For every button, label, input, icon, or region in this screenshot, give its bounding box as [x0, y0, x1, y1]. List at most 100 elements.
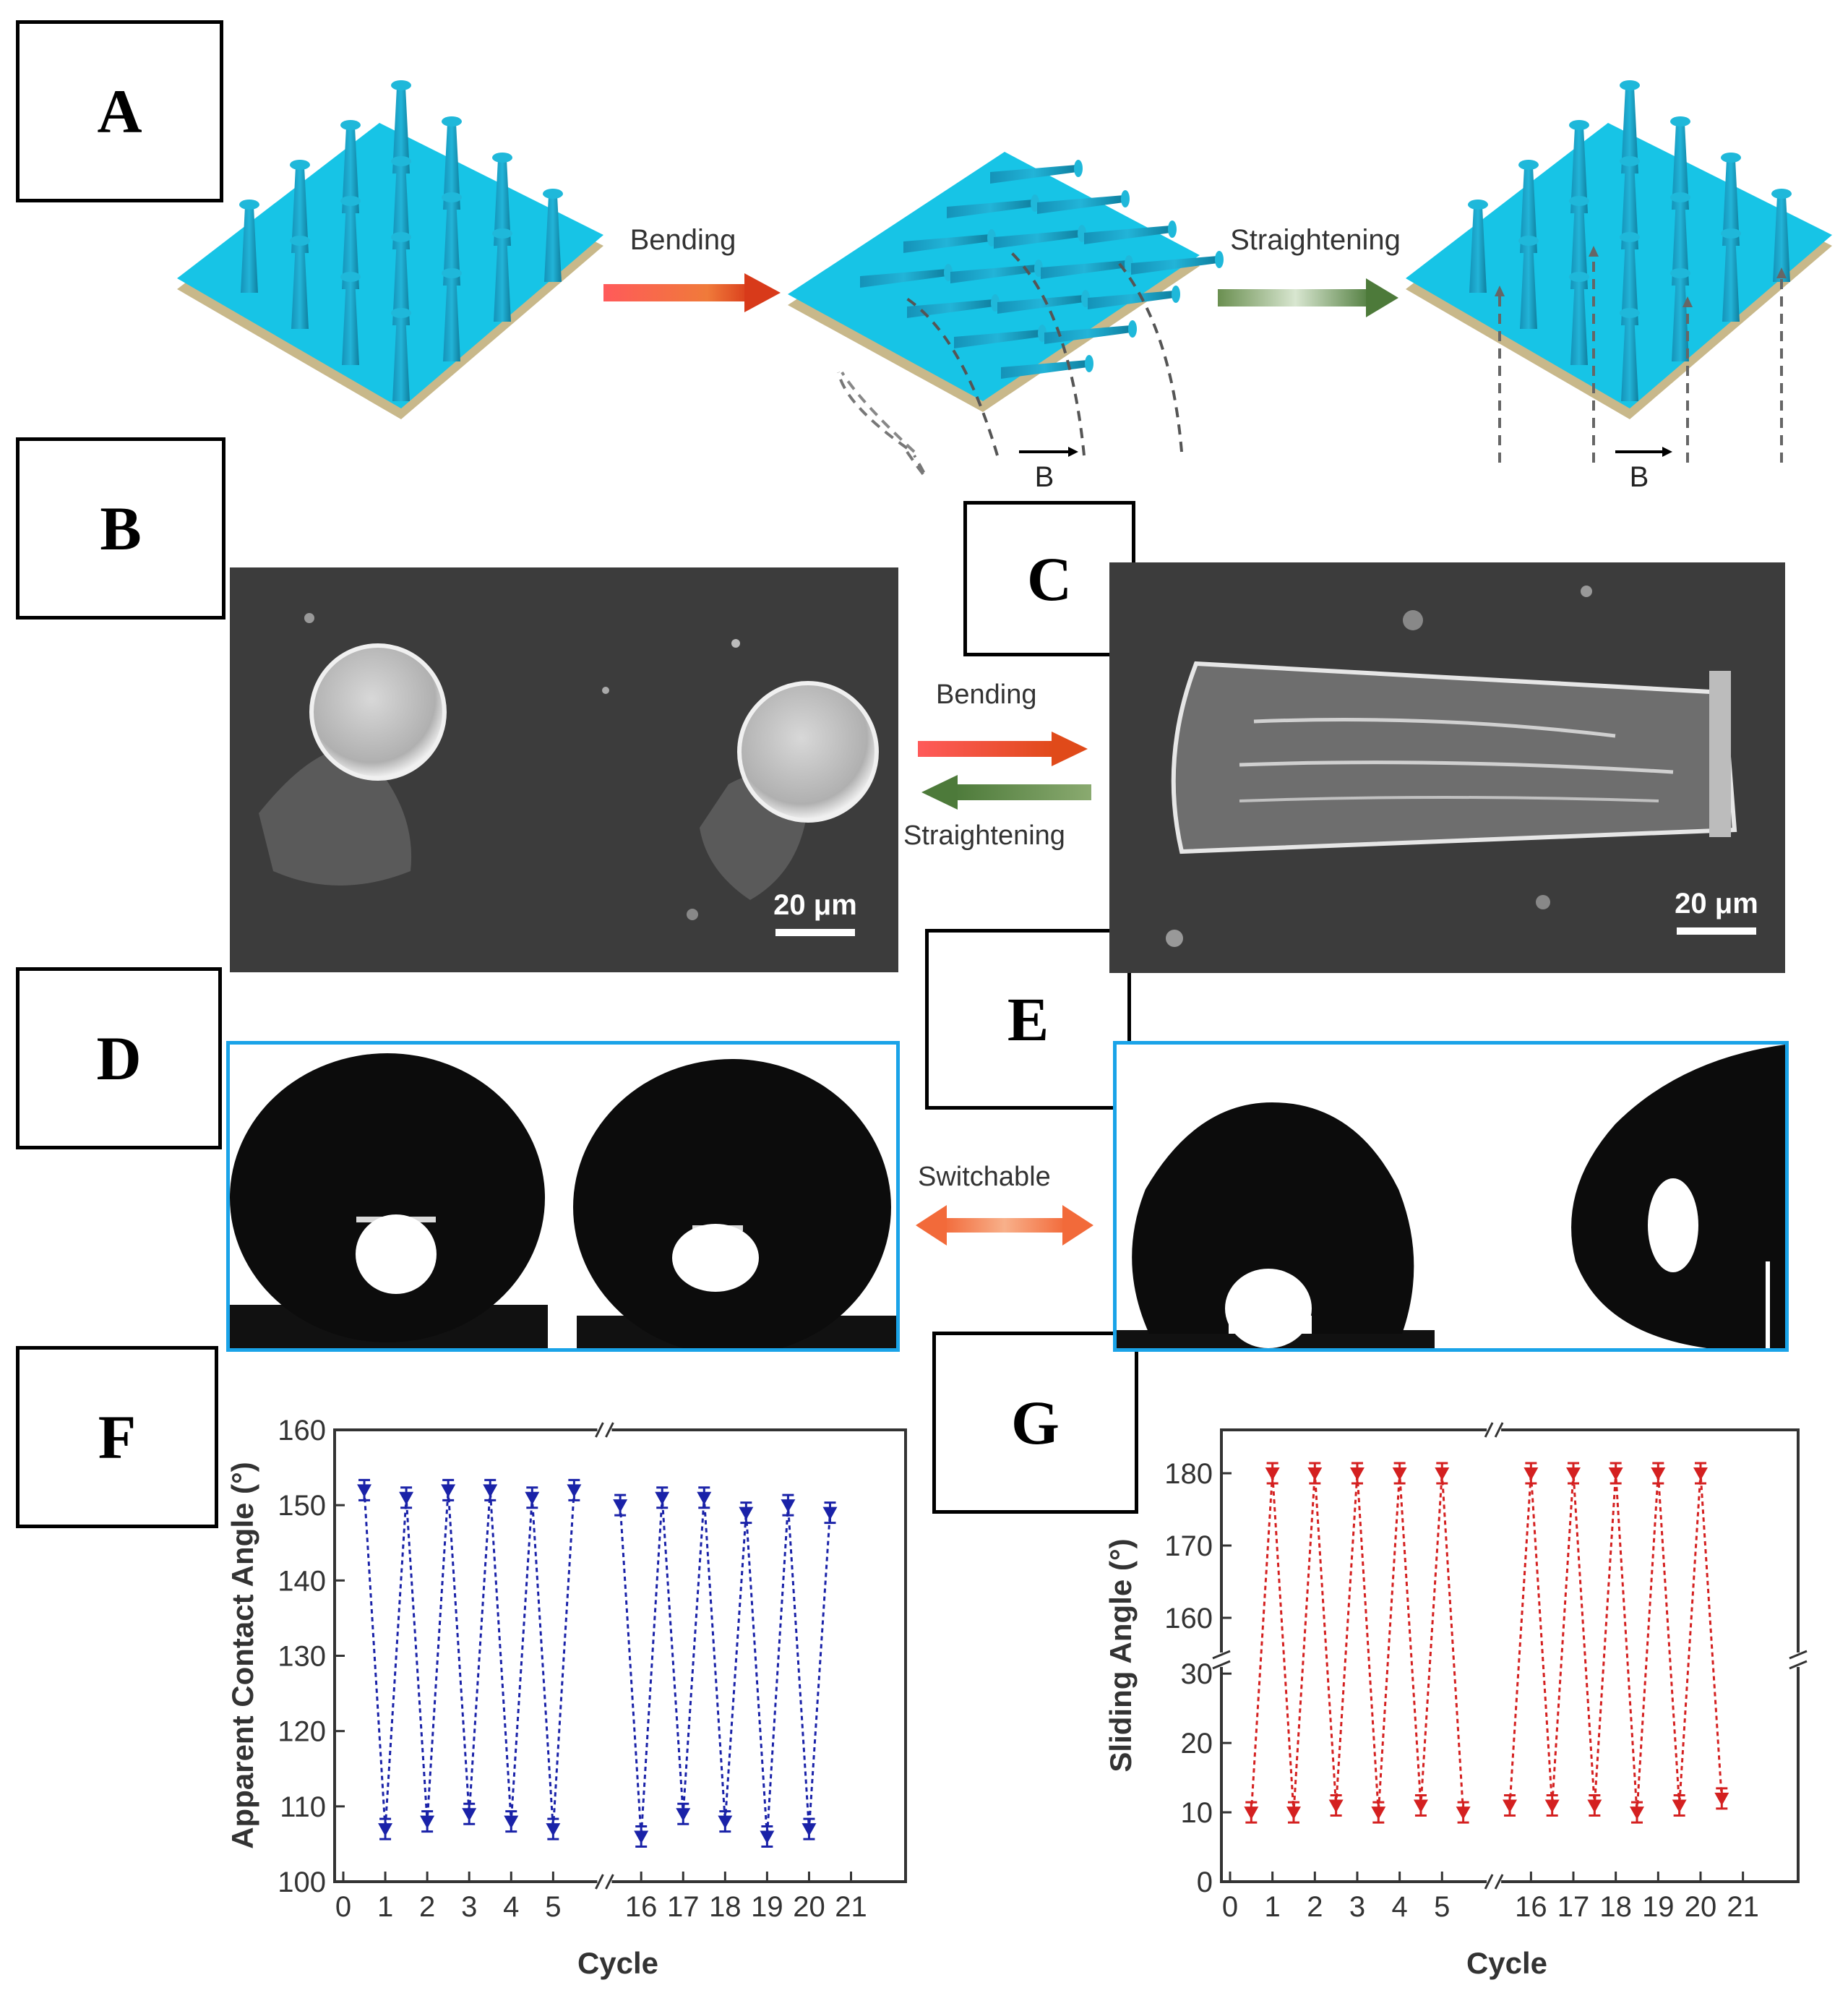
pillar-cap — [1670, 116, 1690, 127]
pillar — [1621, 239, 1638, 325]
scale-label-left: 20 μm — [773, 889, 857, 921]
pillar-cap — [1620, 156, 1640, 166]
bent-pillar — [860, 269, 947, 288]
data-point — [1566, 1467, 1581, 1480]
data-point — [1435, 1467, 1450, 1480]
pillar — [1469, 206, 1487, 293]
sem-image-bent: 20 μm — [1109, 562, 1785, 973]
substrate-upright-right — [1406, 80, 1832, 463]
field-label-b-2: B — [1630, 461, 1649, 493]
pillar-cap — [1670, 192, 1690, 202]
pillar-cap — [492, 153, 512, 163]
x-tick-label: 18 — [1599, 1891, 1632, 1923]
y-tick-label: 140 — [278, 1565, 326, 1597]
y-tick-label: 100 — [278, 1866, 326, 1898]
schematic-straightening-label: Straightening — [1230, 224, 1401, 256]
field-label-b-1: B — [1035, 461, 1054, 493]
pillar — [443, 123, 460, 210]
x-tick-label: 5 — [1434, 1891, 1450, 1923]
pillar-cap — [1670, 268, 1690, 278]
y-tick-label: 160 — [1164, 1603, 1213, 1634]
pillar-cap — [340, 272, 361, 282]
pillar-cap — [391, 308, 411, 318]
y-axis-break-mark — [1212, 1660, 1231, 1670]
y-tick-label: 120 — [278, 1716, 326, 1748]
pillar — [443, 275, 460, 361]
switchable-label: Switchable — [918, 1162, 1051, 1192]
y-tick-label: 10 — [1181, 1797, 1213, 1829]
substrate-bent — [788, 152, 1224, 478]
pillar-cap — [1569, 272, 1589, 282]
x-tick-label: 2 — [1307, 1891, 1323, 1923]
x-tick-label: 5 — [545, 1891, 561, 1923]
pillar-cap — [340, 196, 361, 206]
data-point — [378, 1823, 393, 1837]
x-tick-label: 0 — [1222, 1891, 1238, 1923]
data-point — [1371, 1806, 1386, 1820]
series-line — [1508, 1473, 1723, 1813]
x-tick-label: 19 — [1642, 1891, 1675, 1923]
axis-break-mark — [1484, 1874, 1494, 1890]
data-point — [1328, 1799, 1344, 1813]
y-tick-label: 20 — [1181, 1728, 1213, 1760]
pillar — [494, 159, 511, 246]
pillar-cap — [340, 120, 361, 130]
bent-pillar-cap — [1128, 320, 1137, 338]
pillar-cap — [442, 192, 462, 202]
scale-bar-right: 20 μm — [1662, 888, 1771, 935]
data-point — [483, 1484, 498, 1498]
data-point — [760, 1830, 775, 1844]
pillar-cap — [442, 116, 462, 127]
axis-break-mark — [1484, 1422, 1494, 1438]
pillar-cap — [1721, 228, 1741, 239]
y-axis-label-f: Apparent Contact Angle (°) — [225, 1462, 259, 1849]
pillar-cap — [1518, 160, 1539, 170]
bent-pillar — [1041, 260, 1127, 279]
pillar-cap — [543, 189, 563, 199]
axis-break-mark — [605, 1422, 614, 1438]
x-tick-label: 21 — [835, 1891, 867, 1923]
data-point — [504, 1815, 519, 1829]
x-tick-label: 16 — [1515, 1891, 1547, 1923]
data-point — [1587, 1799, 1602, 1813]
pillar-cap — [290, 160, 310, 170]
x-tick-label: 20 — [1685, 1891, 1717, 1923]
pillar-cap — [442, 268, 462, 278]
series-line — [619, 1497, 831, 1837]
y-tick-label: 130 — [278, 1641, 326, 1673]
pillar — [342, 127, 359, 213]
bent-pillar-cap — [1168, 220, 1177, 238]
pillar — [1722, 159, 1740, 246]
x-tick-label: 1 — [377, 1891, 393, 1923]
bent-pillar — [990, 165, 1077, 184]
pillar-cap — [1518, 236, 1539, 246]
pillar-cap — [1468, 200, 1488, 210]
pillar — [342, 278, 359, 365]
x-axis-label-f: Cycle — [577, 1946, 658, 1980]
schematic-figure: B B Bending Straightening — [177, 80, 1832, 493]
panel-label-a: A — [16, 20, 223, 202]
pillar — [1570, 278, 1588, 365]
pillar — [1621, 87, 1638, 173]
panel-label-e: E — [925, 929, 1131, 1110]
bent-pillar — [950, 265, 1037, 283]
pillar — [291, 166, 309, 253]
pillar-cap — [391, 156, 411, 166]
data-point — [357, 1484, 372, 1498]
data-point — [1349, 1467, 1364, 1480]
x-tick-label: 17 — [667, 1891, 700, 1923]
pillar — [392, 239, 410, 325]
pillar-cap — [1721, 153, 1741, 163]
axis-break-mark — [1494, 1874, 1504, 1890]
series-line — [1250, 1473, 1465, 1813]
pillar — [1520, 242, 1537, 329]
substrate-upright-left — [177, 80, 603, 419]
pillar — [392, 163, 410, 249]
pillar — [1722, 235, 1740, 322]
data-point — [1672, 1799, 1687, 1813]
panel-label-d: D — [16, 967, 222, 1149]
pillar — [544, 195, 562, 282]
pillar — [342, 202, 359, 289]
schematic-bending-label: Bending — [630, 224, 736, 256]
pillar — [392, 314, 410, 401]
